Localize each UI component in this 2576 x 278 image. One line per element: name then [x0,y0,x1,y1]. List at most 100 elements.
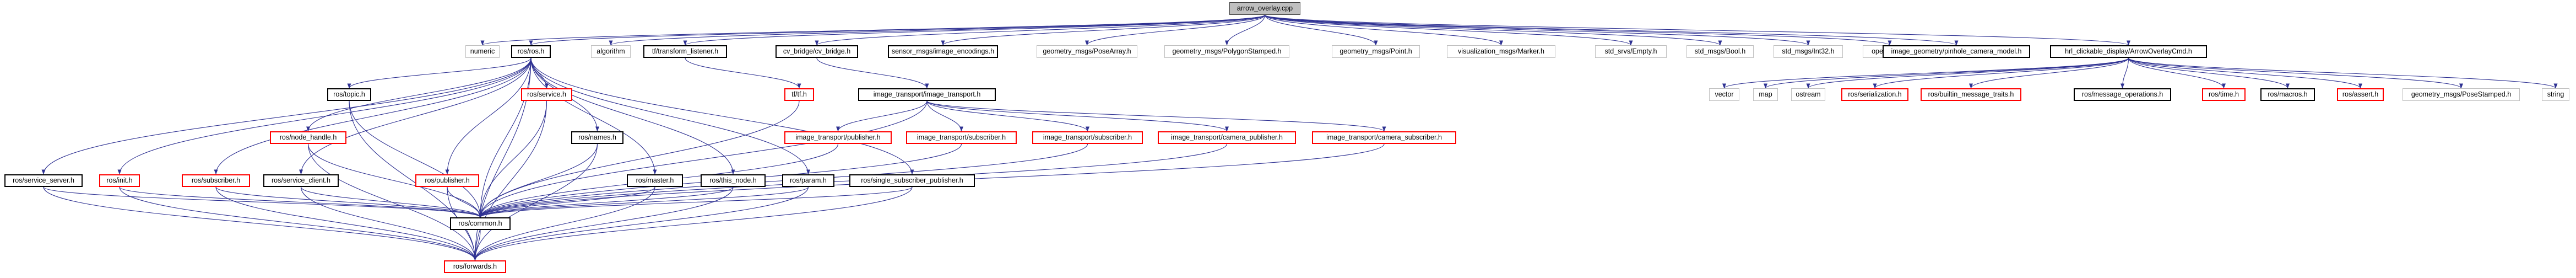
graph-node-ros-assert-h[interactable]: ros/assert.h [2337,88,2384,101]
graph-edge [1722,57,2129,89]
graph-node-numeric[interactable]: numeric [465,45,500,58]
graph-edge [2128,57,2463,89]
graph-node-image-transport-publisher-h[interactable]: image_transport/publisher.h [784,131,892,144]
graph-edge [816,57,929,89]
graph-node-image-geometry-pinhole-camera-model-h[interactable]: image_geometry/pinhole_camera_model.h [1883,45,2030,58]
graph-node-sensor-msgs-image-encodings-h[interactable]: sensor_msgs/image_encodings.h [888,45,998,58]
graph-edge [1764,57,2129,89]
graph-edge [1264,14,1378,46]
graph-node-ros-macros-h[interactable]: ros/macros.h [2260,88,2315,101]
graph-edge [1085,14,1266,46]
graph-node-image-transport-subscriber-h[interactable]: image_transport/subscriber.h [906,131,1017,144]
graph-node-ros-this-node-h[interactable]: ros/this_node.h [701,174,766,187]
graph-node-ros-init-h[interactable]: ros/init.h [99,174,140,187]
graph-edge [926,100,1229,132]
graph-edge [214,57,532,175]
graph-edge [478,186,913,218]
graph-node-tf-transform-listener-h[interactable]: tf/transform_listener.h [643,45,727,58]
graph-edge [300,186,477,261]
graph-node-ros-topic-h[interactable]: ros/topic.h [327,88,371,101]
graph-edge [1264,14,1633,46]
graph-node-vector[interactable]: vector [1709,88,1739,101]
graph-edge [306,57,532,132]
graph-edge [473,143,598,261]
graph-edge [530,57,735,175]
graph-node-std-srvs-empty-h[interactable]: std_srvs/Empty.h [1595,45,1667,58]
graph-node-ros-node-handle-h[interactable]: ros/node_handle.h [270,131,346,144]
graph-node-ostream[interactable]: ostream [1791,88,1825,101]
graph-node-ros-single-subscriber-publisher-h[interactable]: ros/single_subscriber_publisher.h [849,174,975,187]
graph-node-ros-service-server-h[interactable]: ros/service_server.h [4,174,83,187]
graph-node-geometry-msgs-posestamped-h[interactable]: geometry_msgs/PoseStamped.h [2403,88,2520,101]
graph-edge [1264,14,1722,46]
graph-node-ros-common-h[interactable]: ros/common.h [450,217,511,230]
graph-node-hrl-clickable-display-arrowoverlaycmd-h[interactable]: hrl_clickable_display/ArrowOverlayCmd.h [2050,45,2207,58]
graph-edge [349,100,482,218]
graph-node-string[interactable]: string [2542,88,2569,101]
graph-node-ros-param-h[interactable]: ros/param.h [782,174,834,187]
graph-node-ros-time-h[interactable]: ros/time.h [2202,88,2246,101]
graph-edge [473,100,547,261]
graph-edge [119,186,477,261]
graph-node-map[interactable]: map [1753,88,1778,101]
graph-edge [609,14,1266,46]
graph-node-ros-serialization-h[interactable]: ros/serialization.h [1841,88,1908,101]
graph-node-image-transport-camera-publisher-h[interactable]: image_transport/camera_publisher.h [1158,131,1296,144]
graph-edge [478,100,800,218]
graph-node-ros-service-client-h[interactable]: ros/service_client.h [263,174,339,187]
graph-node-image-transport-subscriber-h[interactable]: image_transport/subscriber.h [1032,131,1143,144]
graph-node-ros-names-h[interactable]: ros/names.h [571,131,623,144]
graph-node-ros-forwards-h[interactable]: ros/forwards.h [444,260,506,273]
graph-edge [683,14,1266,46]
graph-node-ros-builtin-message-traits-h[interactable]: ros/builtin_message_traits.h [1921,88,2021,101]
graph-edge [1264,14,1503,46]
graph-edge [478,186,734,218]
graph-node-std-msgs-bool-h[interactable]: std_msgs/Bool.h [1686,45,1754,58]
graph-node-ros-message-operations-h[interactable]: ros/message_operations.h [2074,88,2171,101]
graph-edge [473,186,809,261]
graph-edge [1225,14,1266,46]
graph-edge [478,186,655,218]
graph-edge [530,57,549,89]
graph-edge [530,57,914,175]
graph-edge [1264,14,1810,46]
graph-edge [117,57,532,175]
graph-edge [2121,57,2129,89]
graph-edge [347,57,532,89]
graph-edge [1806,57,2129,89]
graph-node-geometry-msgs-point-h[interactable]: geometry_msgs/Point.h [1332,45,1420,58]
graph-node-ros-service-h[interactable]: ros/service.h [521,88,572,101]
graph-node-visualization-msgs-marker-h[interactable]: visualization_msgs/Marker.h [1447,45,1555,58]
graph-edge [300,186,482,218]
graph-node-ros-ros-h[interactable]: ros/ros.h [511,45,551,58]
graph-node-cv-bridge-cv-bridge-h[interactable]: cv_bridge/cv_bridge.h [775,45,858,58]
graph-edge [473,186,655,261]
graph-edge [685,57,801,89]
graph-edge [941,14,1266,46]
graph-edge [307,143,482,218]
graph-edge [530,57,810,175]
graph-node-image-transport-camera-subscriber-h[interactable]: image_transport/camera_subscriber.h [1312,131,1456,144]
graph-edge [299,57,532,175]
graph-edge [2128,57,2226,89]
graph-node-geometry-msgs-posearray-h[interactable]: geometry_msgs/PoseArray.h [1037,45,1137,58]
graph-node-ros-subscriber-h[interactable]: ros/subscriber.h [182,174,250,187]
graph-edge [1873,57,2129,89]
graph-node-algorithm[interactable]: algorithm [591,45,631,58]
graph-edge [478,143,598,218]
graph-edge [1264,14,1892,46]
graph-node-arrow-overlay-cpp[interactable]: arrow_overlay.cpp [1229,2,1300,15]
graph-node-std-msgs-int32-h[interactable]: std_msgs/Int32.h [1774,45,1843,58]
graph-edge [478,100,928,218]
graph-edge [43,186,477,261]
graph-node-ros-master-h[interactable]: ros/master.h [627,174,683,187]
graph-node-image-transport-image-transport-h[interactable]: image_transport/image_transport.h [858,88,996,101]
graph-node-ros-publisher-h[interactable]: ros/publisher.h [415,174,479,187]
graph-edge [478,57,532,218]
graph-edge [119,186,482,218]
graph-edge [473,186,913,261]
graph-node-geometry-msgs-polygonstamped-h[interactable]: geometry_msgs/PolygonStamped.h [1164,45,1289,58]
graph-edge [2128,57,2362,89]
graph-node-tf-tf-h[interactable]: tf/tf.h [784,88,814,101]
